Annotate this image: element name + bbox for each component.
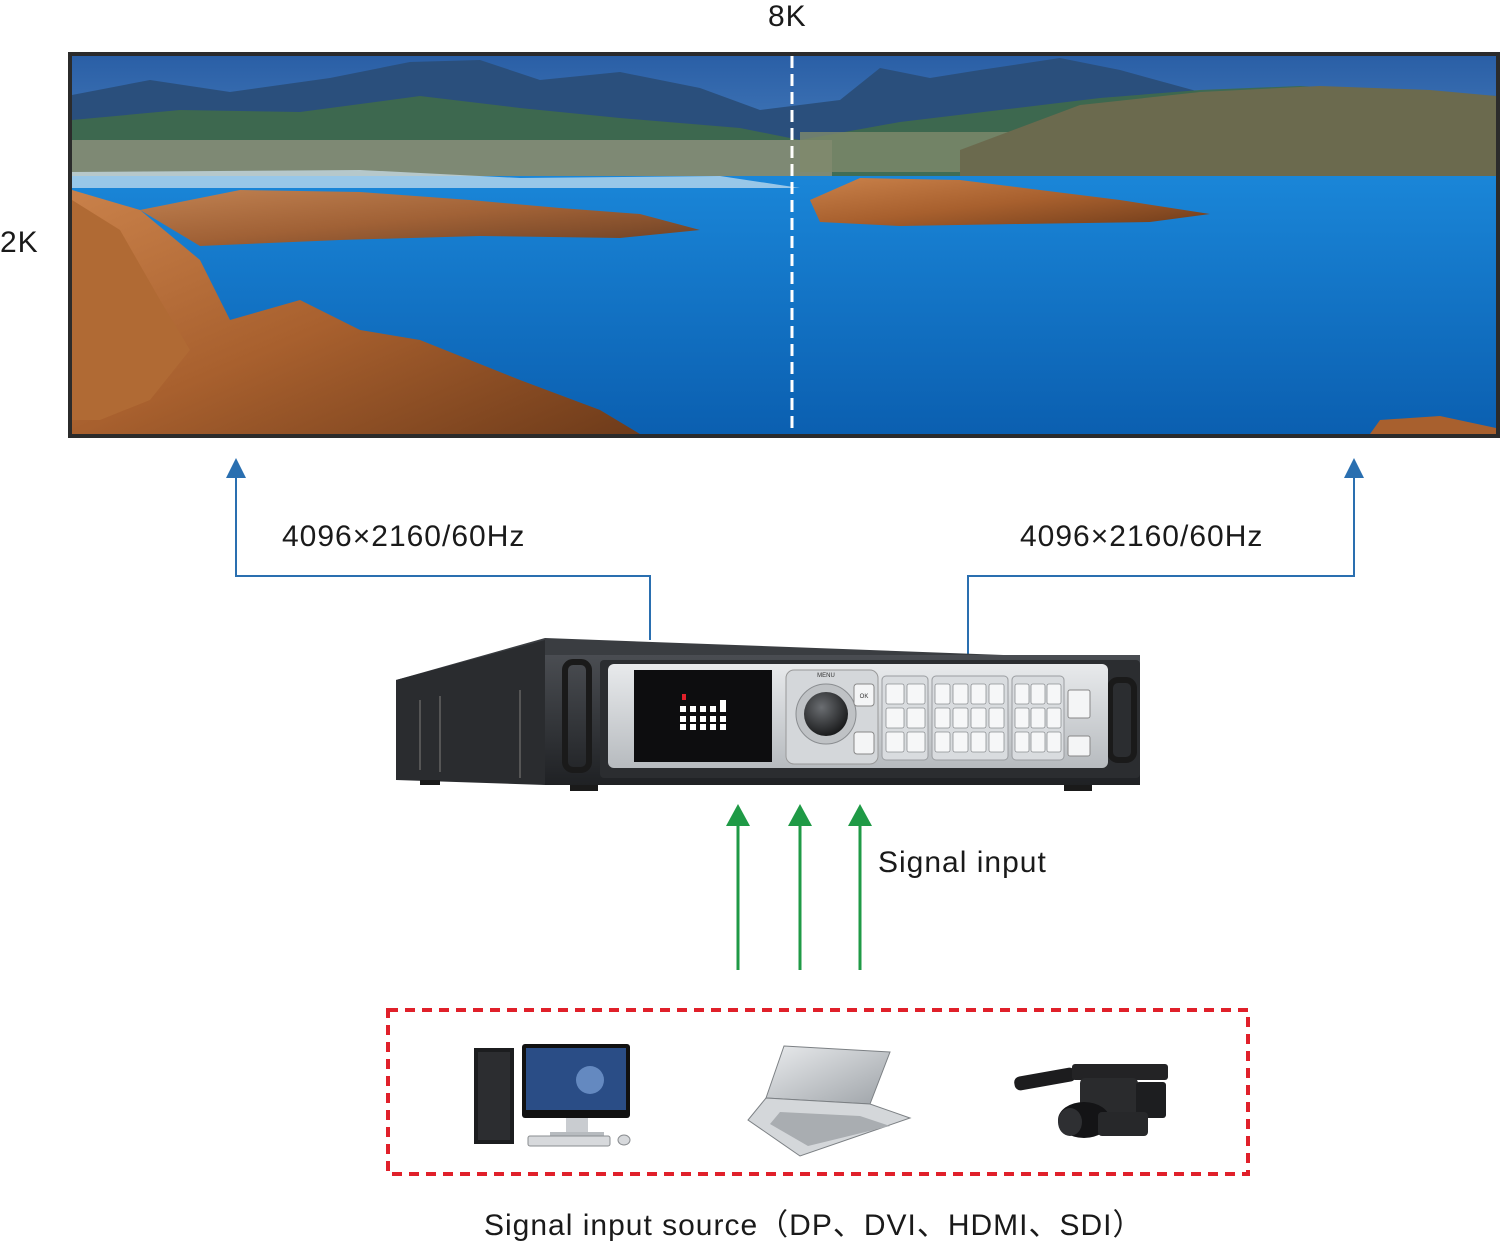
input-key	[934, 731, 951, 753]
input-key	[934, 707, 951, 729]
wall-width-label: 8K	[768, 0, 807, 33]
input-key	[970, 731, 987, 753]
svg-text:OK: OK	[860, 694, 869, 700]
output-arrow-right	[967, 458, 1364, 656]
layer-key	[885, 731, 905, 753]
output-arrow-left	[226, 458, 651, 640]
arrow-up-icon	[1344, 458, 1364, 478]
wall-height-label: 2K	[0, 226, 39, 259]
video-camera-icon	[1014, 1064, 1168, 1138]
layer-key	[885, 707, 905, 729]
function-key	[1014, 731, 1030, 753]
input-key	[970, 707, 987, 729]
function-key	[1014, 683, 1030, 705]
arrow-up-icon	[726, 804, 750, 826]
function-key	[1030, 707, 1046, 729]
input-key	[988, 707, 1005, 729]
input-key	[952, 731, 969, 753]
function-key	[1014, 707, 1030, 729]
signal-source-box	[386, 1008, 1250, 1176]
input-key	[934, 683, 951, 705]
layer-key	[906, 683, 926, 705]
output-resolution-right: 4096×2160/60Hz	[1020, 520, 1264, 553]
svg-text:MENU: MENU	[817, 673, 835, 679]
layer-key	[885, 683, 905, 705]
arrow-up-icon	[848, 804, 872, 826]
layer-key	[906, 707, 926, 729]
function-key	[1046, 683, 1062, 705]
input-key	[988, 683, 1005, 705]
input-key	[952, 707, 969, 729]
desktop-computer-icon	[474, 1044, 631, 1147]
function-key	[1030, 683, 1046, 705]
led-wall-image	[68, 52, 1500, 438]
input-arrows	[726, 804, 872, 970]
signal-input-label: Signal input	[878, 846, 1047, 879]
function-key	[1046, 707, 1062, 729]
video-processor: MENU OK	[396, 638, 1140, 791]
layer-key	[906, 731, 926, 753]
arrow-up-icon	[226, 458, 246, 478]
function-key	[1046, 731, 1062, 753]
input-key	[952, 683, 969, 705]
source-caption: Signal input source（DP、DVI、HDMI、SDI）	[484, 1209, 1144, 1242]
laptop-icon	[747, 1045, 912, 1157]
input-key	[988, 731, 1005, 753]
function-key	[1030, 731, 1046, 753]
input-key	[970, 683, 987, 705]
arrow-up-icon	[788, 804, 812, 826]
output-resolution-left: 4096×2160/60Hz	[282, 520, 526, 553]
